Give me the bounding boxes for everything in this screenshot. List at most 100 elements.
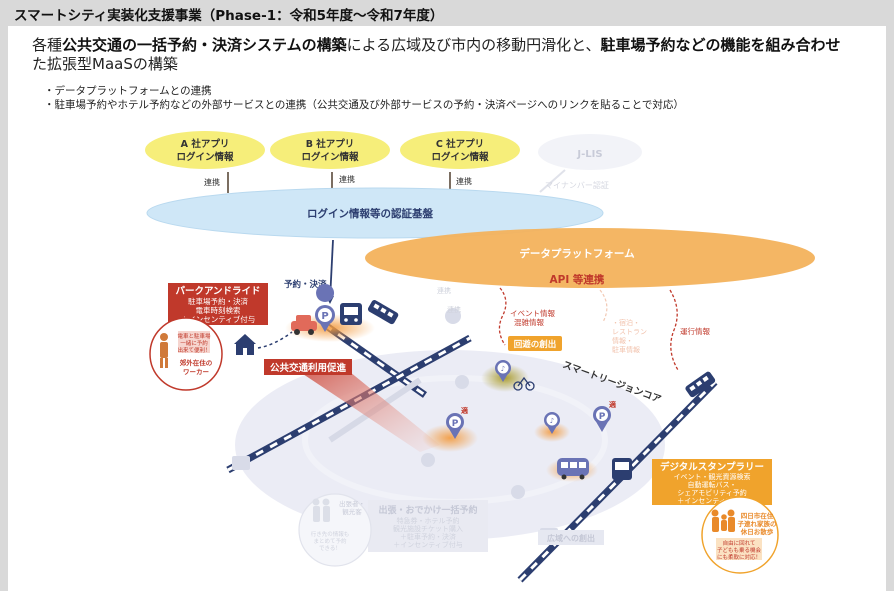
app-c-name: C 社アプリ <box>436 138 484 150</box>
lead-bold-1: 公共交通の一括予約・決済システムの構築 <box>62 36 347 54</box>
home-icon <box>234 334 256 355</box>
data-platform-ellipse <box>365 228 815 288</box>
bicycle-icon <box>513 376 535 391</box>
lead-text: 各種公共交通の一括予約・決済システムの構築による広域及び市内の移動円滑化と、駐車… <box>32 36 852 74</box>
worker-note-2: 一緒に予約 <box>180 339 208 347</box>
shop-info-2: レストラン <box>612 328 647 336</box>
reserve-pay-label: 予約・決済 <box>284 279 327 290</box>
svg-text:P: P <box>321 311 328 322</box>
park-ride-line-2: 電車時刻検索 <box>196 305 241 315</box>
tram-icon <box>685 371 716 398</box>
tekiyo-badge: 適 <box>461 406 468 415</box>
app-b-bubble <box>270 131 390 169</box>
app-a-bubble <box>145 131 265 169</box>
operation-info-arrow <box>669 289 679 371</box>
traveler-label-1: 出張者・ <box>339 499 365 508</box>
stamp-rally-title: デジタルスタンプラリー <box>660 461 764 473</box>
transit-promo-glow <box>422 424 478 452</box>
park-ride-line-3: ＋インセンティブ付与 <box>181 314 256 324</box>
bundle-line-3: ＋駐車予約・決済 <box>400 532 456 541</box>
transit-promo-box <box>264 359 352 375</box>
bundle-line-4: ＋インセンティブ付与 <box>393 540 463 549</box>
link-label-b: 連携 <box>339 174 355 184</box>
parking-pin-icon: P <box>315 284 335 332</box>
bundle-line-2: 観光施設チケット購入 <box>393 524 463 533</box>
parking-pin-icon: P <box>593 406 611 432</box>
app-c-bubble <box>400 131 520 169</box>
bullet-item: ・駐車場予約やホテル予約などの外部サービスとの連携（公共交通及び外部サービスの予… <box>44 99 684 111</box>
parking-pin-icon: P <box>446 413 464 439</box>
circulation-box <box>508 336 562 351</box>
worker-label-2: ワーカー <box>183 368 209 376</box>
bundle-title: 出張・おでかけ一括予約 <box>378 504 477 516</box>
link-label-a: 連携 <box>204 177 220 187</box>
traveler-note-1: 行き先の情報も <box>311 530 350 538</box>
family-figures-icon <box>711 509 735 532</box>
park-ride-line-1: 駐車場予約・決済 <box>188 296 248 306</box>
svg-text:♪: ♪ <box>501 365 505 373</box>
bundle-line-1: 特急券・ホテル予約 <box>397 516 460 525</box>
worker-label-1: 郊外在住の <box>180 358 213 367</box>
shop-info-1: ・宿泊・ <box>612 318 640 327</box>
header-bar: スマートシティ実装化支援事業（Phase-1：令和5年度〜令和7年度） <box>0 0 894 24</box>
app-c-login: ログイン情報 <box>431 151 489 163</box>
link-label-c: 連携 <box>456 176 472 186</box>
app-a-login: ログイン情報 <box>176 151 234 163</box>
lead-part-3: た拡張型MaaSの構築 <box>32 55 178 73</box>
stamp-rally-line-2: 自動運転バス・ <box>688 480 737 489</box>
tekiyo-badge: 適 <box>609 400 616 409</box>
page-title: スマートシティ実装化支援事業（Phase-1：令和5年度〜令和7年度） <box>14 8 444 24</box>
wide-area-box <box>538 530 604 545</box>
shop-info-4: 駐車情報 <box>612 345 640 354</box>
stamp-rally-line-1: イベント・観光資源検索 <box>674 472 751 481</box>
bullet-list: ・データプラットフォームとの連携 ・駐車場予約やホテル予約などの外部サービスとの… <box>44 84 684 112</box>
jlis-arrow <box>539 169 566 193</box>
jlis-label: J-LIS <box>576 149 602 160</box>
auth-platform-label: ログイン情報等の認証基盤 <box>307 207 433 220</box>
stamp-rally-line-4: ＋インセンティブ付与 <box>677 496 747 505</box>
worker-note-3: 出来て便利！ <box>177 346 210 354</box>
event-info-arrow <box>498 287 507 346</box>
family-label-3: 休日お散歩 <box>740 527 774 536</box>
app-b-login: ログイン情報 <box>301 151 359 163</box>
svg-text:♪: ♪ <box>550 417 554 425</box>
family-note-box <box>716 538 762 560</box>
car-icon <box>291 315 317 335</box>
transit-promo-beam <box>300 372 440 452</box>
family-label-2: 子連れ家族の <box>738 519 778 528</box>
traveler-note-3: できる！ <box>319 545 341 552</box>
svg-text:P: P <box>599 412 606 422</box>
traveler-figures-icon <box>312 498 330 522</box>
shop-info-arrow <box>599 289 608 323</box>
bundle-box <box>368 500 488 552</box>
traveler-note-2: まとめて予約 <box>313 537 347 545</box>
operation-info-label: 運行情報 <box>680 326 710 336</box>
event-info-2: 混雑情報 <box>514 317 544 327</box>
traveler-label-2: 観光客 <box>342 507 362 516</box>
stamp-rally-box <box>652 459 772 505</box>
tram-icon <box>367 300 399 325</box>
commute-dashed-path <box>257 331 293 349</box>
faded-link-label: 連携 <box>447 305 461 314</box>
bullet-item: ・データプラットフォームとの連携 <box>44 85 212 97</box>
music-pin-icon: ♪ <box>544 412 560 434</box>
app-b-name: B 社アプリ <box>306 138 355 150</box>
train-icon <box>612 458 632 480</box>
lead-part-2: による広域及び市内の移動円滑化と、 <box>346 36 601 54</box>
autonomous-bus-icon <box>557 458 589 480</box>
mynumber-label: マイナンバー認証 <box>545 180 609 190</box>
worker-note-box <box>178 331 210 353</box>
lead-part-1: 各種 <box>32 36 63 54</box>
data-platform-label: データプラットフォーム <box>519 247 635 260</box>
family-label-1: 四日市在住 <box>741 511 774 520</box>
faded-link-label: 連携 <box>437 286 451 295</box>
park-ride-title: パークアンドライド <box>175 285 260 297</box>
auth-platform-ellipse <box>146 187 604 239</box>
worker-figure-icon <box>160 333 168 368</box>
app-a-name: A 社アプリ <box>181 138 230 150</box>
worker-note-1: 電車と駐車場 <box>177 332 211 340</box>
event-info-1: イベント情報 <box>510 308 555 318</box>
lead-bold-2: 駐車場予約などの機能を組み合わせ <box>600 36 841 54</box>
